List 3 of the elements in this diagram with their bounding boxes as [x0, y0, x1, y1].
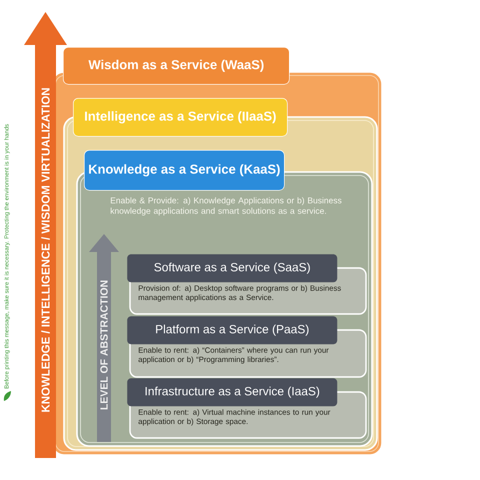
arrow-label: KNOWLEDGE / INTELLIGENCE / WISDOM VIRTUALIZATION	[41, 88, 50, 412]
node-label: Wisdom as a Service (WaaS)	[88, 60, 264, 72]
arrow-label: LEVEL OF ABSTRACTION	[100, 280, 108, 410]
